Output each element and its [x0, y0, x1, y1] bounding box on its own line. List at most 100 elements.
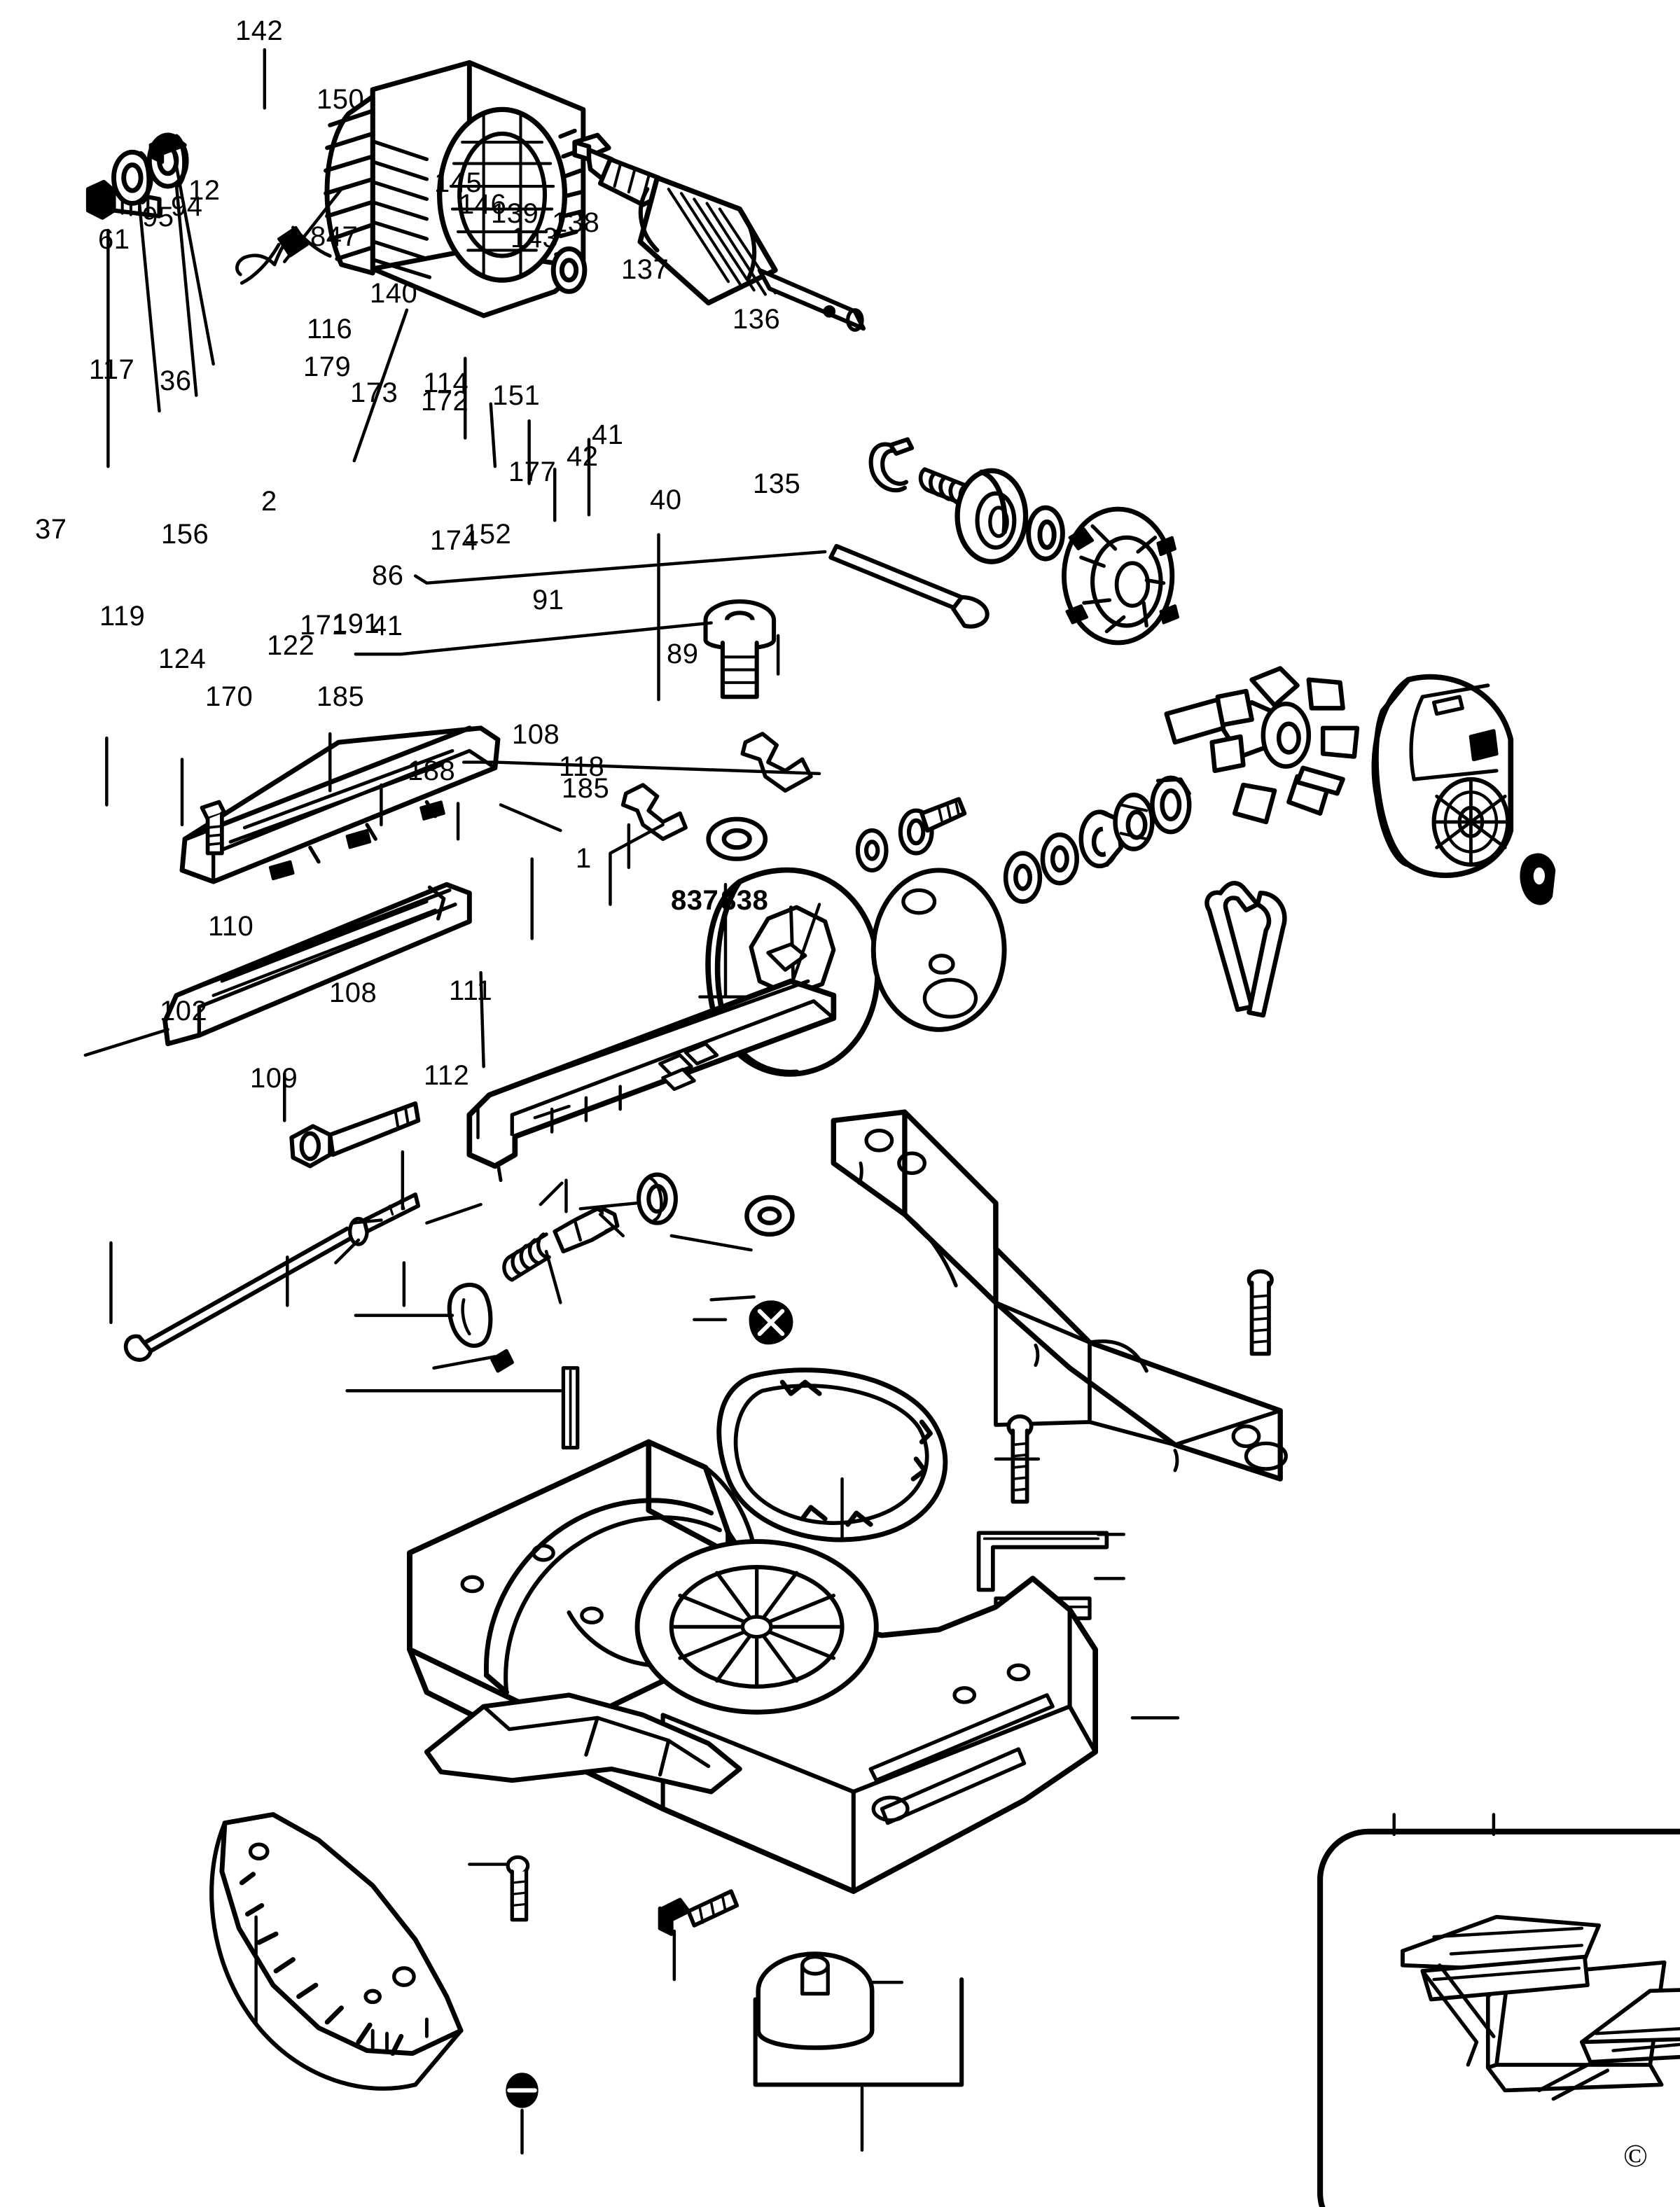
callout-42: 42 [567, 441, 599, 472]
part-171-plunger [553, 1206, 620, 1254]
part-138-end-cap [1061, 506, 1179, 646]
part-89-screw [1247, 1269, 1274, 1356]
callout-136: 136 [733, 304, 781, 335]
part-12-terminal [148, 134, 187, 165]
part-91-support-arm [831, 1109, 1288, 1482]
inset-assembly-illustration [1401, 1914, 1680, 2101]
part-142-field-stator [235, 60, 586, 319]
callout-837: 837 [671, 885, 719, 916]
part-151-bolt [898, 797, 967, 856]
part-135-clip [1520, 853, 1556, 905]
callout-12: 12 [188, 175, 221, 206]
callout-124: 124 [158, 643, 207, 674]
callout-145: 145 [434, 167, 483, 198]
callout-146: 146 [459, 189, 507, 220]
part-177-washers [1003, 832, 1079, 904]
callout-91: 91 [532, 585, 564, 615]
callout-108: 108 [329, 977, 377, 1008]
callout-102: 102 [160, 996, 208, 1026]
part-86-washer [744, 1195, 795, 1237]
part-102-mitre-scale [209, 1812, 464, 2091]
callout-173: 173 [350, 377, 398, 408]
callout-112: 112 [424, 1060, 470, 1091]
part-188-throat-ring [716, 1367, 948, 1543]
part-42-flange-bearings [1078, 793, 1155, 869]
callout-171: 171 [300, 610, 348, 641]
callout-152: 152 [464, 519, 512, 550]
callout-185: 185 [562, 773, 610, 804]
callout-108: 108 [512, 719, 560, 750]
part-108-screw-lower [658, 1889, 740, 1936]
callout-135: 135 [753, 468, 801, 499]
part-139-bearing [954, 468, 1029, 564]
callout-122: 122 [267, 630, 315, 661]
callout-41: 41 [592, 419, 624, 450]
part-191-bushing [637, 1172, 678, 1225]
callout-114: 114 [423, 368, 469, 398]
callout-119: 119 [99, 601, 146, 632]
callout-86: 86 [372, 560, 404, 591]
callout-142: 142 [235, 15, 284, 46]
part-140-bolt [828, 543, 990, 629]
part-145-retaining-clip [868, 437, 915, 493]
part-179-bracket [620, 783, 688, 842]
part-172-washer [855, 828, 889, 872]
callout-36: 36 [160, 365, 192, 396]
part-1-saw-base [407, 1439, 1098, 1894]
callout-139: 139 [491, 198, 539, 229]
callout-138: 138 [552, 207, 600, 238]
callout-150: 150 [317, 84, 365, 115]
callout-156: 156 [161, 519, 209, 550]
part-116-bolt [703, 599, 777, 699]
part-111-rubber-foot [756, 1951, 875, 2050]
callout-1: 1 [576, 843, 592, 874]
callout-118: 118 [559, 751, 605, 782]
part-117-screw [200, 800, 227, 856]
part-2-saw-housing [466, 867, 881, 1183]
callout-61: 61 [98, 224, 130, 255]
callout-40: 40 [650, 485, 682, 515]
callout-117: 117 [89, 354, 135, 385]
part-156-hex-bolt [289, 1101, 421, 1169]
callout-140: 140 [370, 278, 418, 309]
part-40-blade-wrench [1205, 881, 1287, 1018]
leader-lines [83, 48, 1496, 2155]
copyright-symbol: © [1623, 2138, 1648, 2173]
part-37-fence-base [162, 882, 472, 1047]
callout-838: 838 [721, 885, 769, 916]
callout-89: 89 [667, 639, 699, 669]
callout-111: 111 [449, 975, 493, 1006]
callout-172: 172 [421, 386, 469, 417]
callout-137: 137 [621, 254, 669, 285]
callout-151: 151 [492, 380, 541, 411]
part-847-armature [572, 132, 866, 332]
callout-179: 179 [303, 351, 352, 382]
part-122-spring [502, 1232, 551, 1282]
part-41-lock-nut [1150, 775, 1192, 835]
callout-2: 2 [261, 486, 277, 517]
part-124-cam-lever [447, 1282, 493, 1348]
part-119-guide-rod [123, 1192, 421, 1362]
callout-174: 174 [430, 525, 478, 556]
callout-94: 94 [171, 191, 203, 222]
callout-188: 188 [408, 756, 456, 786]
part-112-bracket-outline [753, 1977, 964, 2087]
callout-177: 177 [508, 457, 557, 487]
callout-41: 41 [371, 611, 403, 641]
callout-847: 847 [310, 221, 359, 252]
callout-191: 191 [332, 608, 380, 639]
callout-37: 37 [35, 514, 67, 545]
callout-170: 170 [205, 681, 254, 712]
part-36-fence [179, 725, 501, 884]
part-118-hex-key [976, 1531, 1109, 1592]
part-114-bracket [740, 732, 813, 793]
callout-185: 185 [317, 681, 365, 712]
part-95-washer [111, 149, 153, 206]
callout-109: 109 [250, 1063, 298, 1094]
part-110-screw [506, 1855, 530, 1922]
callout-110: 110 [208, 911, 254, 942]
part-152-cover-plate [870, 868, 1007, 1032]
part-136-motor-housing [1371, 674, 1514, 879]
